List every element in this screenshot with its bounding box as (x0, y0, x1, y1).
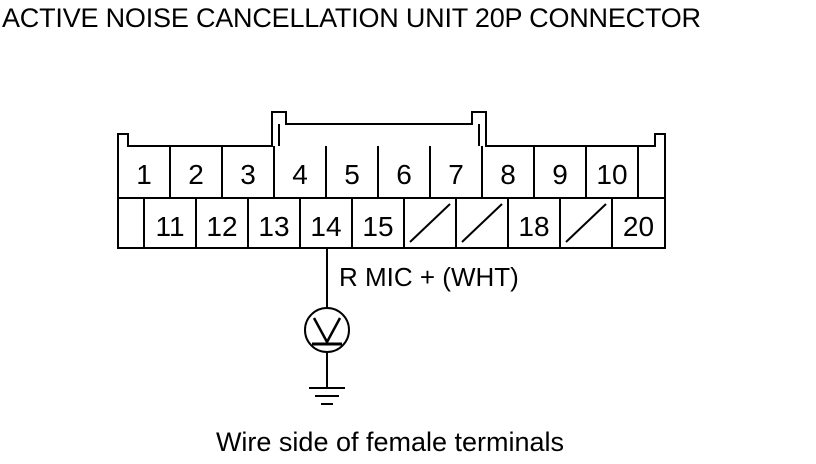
terminal-label: 7 (448, 159, 464, 190)
terminal-label: 13 (258, 211, 289, 242)
terminal-label: 12 (206, 211, 237, 242)
terminal-label: 9 (552, 159, 568, 190)
terminal-label: 5 (344, 159, 360, 190)
empty-cavity-slash (565, 203, 607, 243)
connector-housing (117, 111, 666, 249)
voltmeter-icon (304, 307, 350, 353)
terminal-label: 1 (136, 159, 152, 190)
empty-cavity-slash (409, 203, 451, 243)
terminal-label: 14 (310, 211, 341, 242)
terminal-label: 3 (240, 159, 256, 190)
probe-label: R MIC + (WHT) (339, 262, 519, 292)
terminal-label: 2 (188, 159, 204, 190)
terminal-label: 6 (396, 159, 412, 190)
terminal-label: 15 (362, 211, 393, 242)
ground-icon (309, 387, 345, 405)
terminal-label: 20 (623, 211, 654, 242)
terminal-label: 18 (518, 211, 549, 242)
terminal-label: 4 (292, 159, 308, 190)
terminal-label: 10 (596, 159, 627, 190)
diagram-caption: Wire side of female terminals (215, 427, 565, 457)
terminal-label: 11 (155, 211, 184, 242)
diagram-title: ACTIVE NOISE CANCELLATION UNIT 20P CONNE… (2, 3, 701, 33)
terminal-label: 8 (500, 159, 516, 190)
empty-cavity-slash (461, 203, 503, 243)
